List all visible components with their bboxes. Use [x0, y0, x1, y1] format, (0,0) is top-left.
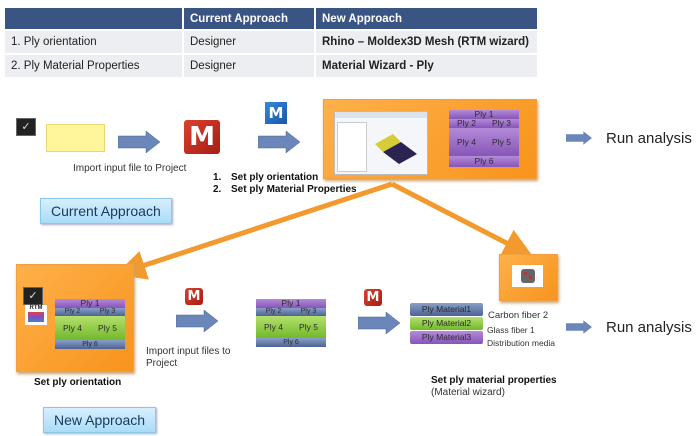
ply-material-3: Ply Material3: [410, 331, 483, 344]
branch-arrow-left: [115, 181, 393, 280]
branch-arrow-right: [390, 181, 534, 257]
software-screenshot: [334, 111, 428, 175]
moldex-letter: M: [366, 290, 380, 305]
flow-arrow: [118, 131, 160, 153]
rtm-wizard-icon: RTM: [25, 305, 47, 325]
step-text: Set ply Material Properties: [231, 184, 357, 195]
step-2: 2. Set ply Material Properties: [213, 184, 357, 195]
current-orange-panel: Ply 1 Ply 2 Ply 3 Ply 4 Ply 5 Ply 6: [323, 99, 537, 179]
step-number: 2.: [213, 184, 222, 195]
comparison-table: Current Approach New Approach 1. Ply ori…: [5, 8, 539, 77]
ply-2: Ply 2: [449, 119, 484, 128]
table-cell: Rhino – Moldex3D Mesh (RTM wizard): [315, 29, 539, 54]
ply-5: Ply 5: [90, 316, 125, 340]
table-cell: Material Wizard - Ply: [315, 53, 539, 77]
flow-arrow: [566, 320, 592, 334]
table-row: 2. Ply Material Properties Designer Mate…: [5, 53, 539, 77]
import-files-line: Import input files to: [146, 346, 231, 357]
step-1: 1. Set ply orientation: [213, 172, 318, 183]
new-orange-panel: ✓ RTM Ply 1 Ply 2 Ply 3 Ply 4 Ply 5 Ply …: [16, 264, 134, 372]
run-analysis-label: Run analysis: [606, 130, 692, 147]
moldex-mesh-icon: M: [265, 102, 287, 124]
ply-stack: Ply 1 Ply 2 Ply 3 Ply 4 Ply 5 Ply 6: [55, 299, 125, 349]
import-label: Import input file to Project: [73, 163, 187, 174]
set-orientation-label: Set ply orientation: [34, 377, 122, 388]
ply-stack: Ply 1 Ply 2 Ply 3 Ply 4 Ply 5 Ply 6: [449, 110, 519, 167]
moldex-letter: M: [189, 122, 215, 152]
table-row: 1. Ply orientation Designer Rhino – Mold…: [5, 29, 539, 54]
import-files-label: Import input files to Project: [146, 346, 230, 370]
ply-material-1: Ply Material1: [410, 303, 483, 316]
ply-6: Ply 6: [256, 338, 326, 347]
ply-1: Ply 1: [256, 299, 326, 308]
flow-arrow: [566, 131, 592, 145]
flow-arrow: [358, 312, 400, 334]
input-file-box: [46, 124, 105, 152]
ply-material-2: Ply Material2: [410, 317, 483, 330]
ply-4: Ply 4: [449, 128, 484, 156]
new-approach-badge: New Approach: [43, 407, 157, 433]
material-name-1: Carbon fiber 2: [488, 310, 549, 321]
material-wizard-icon: [512, 265, 543, 287]
material-name-3: Distribution media: [487, 338, 556, 348]
ply-4: Ply 4: [55, 316, 90, 340]
import-files-line: Project: [146, 358, 178, 369]
ply-6: Ply 6: [55, 340, 125, 349]
rhino-icon: ✓: [16, 118, 36, 136]
ply-3: Ply 3: [90, 308, 125, 316]
ply-2: Ply 2: [55, 308, 90, 316]
table-cell: 2. Ply Material Properties: [5, 53, 184, 77]
material-stack: Ply Material1 Ply Material2 Ply Material…: [410, 303, 483, 344]
table-cell: 1. Ply orientation: [5, 29, 184, 54]
run-analysis-label: Run analysis: [606, 319, 692, 336]
table-header-new: New Approach: [315, 8, 539, 30]
step-number: 1.: [213, 172, 222, 183]
ply-5: Ply 5: [291, 316, 326, 338]
flow-arrow: [258, 131, 300, 153]
moldex-letter: M: [187, 289, 201, 304]
ply-4: Ply 4: [256, 316, 291, 338]
moldex-letter: M: [268, 104, 284, 122]
moldex-studio-icon: M: [364, 289, 382, 306]
table-header-row: Current Approach New Approach: [5, 8, 539, 30]
set-material-label: Set ply material properties: [431, 375, 557, 386]
table-cell: Designer: [183, 29, 316, 54]
moldex-designer-icon: M: [184, 120, 220, 154]
flow-arrow: [176, 310, 218, 332]
material-wizard-label: (Material wizard): [431, 387, 505, 398]
rtm-label: RTM: [29, 305, 43, 311]
ply-stack: Ply 1 Ply 2 Ply 3 Ply 4 Ply 5 Ply 6: [256, 299, 326, 347]
table-cell: Designer: [183, 53, 316, 77]
moldex-studio-icon: M: [185, 288, 203, 305]
table-header-current: Current Approach: [183, 8, 316, 30]
table-header-empty: [5, 8, 184, 30]
ply-5: Ply 5: [484, 128, 519, 156]
ply-3: Ply 3: [291, 308, 326, 316]
ply-6: Ply 6: [449, 156, 519, 167]
ply-2: Ply 2: [256, 308, 291, 316]
rhino-icon: ✓: [23, 287, 43, 305]
ply-1: Ply 1: [55, 299, 125, 308]
current-approach-badge: Current Approach: [40, 198, 172, 224]
material-wizard-panel: [499, 254, 558, 301]
ply-1: Ply 1: [449, 110, 519, 119]
ply-3: Ply 3: [484, 119, 519, 128]
material-name-2: Glass fiber 1: [487, 325, 535, 335]
step-text: Set ply orientation: [231, 172, 319, 183]
